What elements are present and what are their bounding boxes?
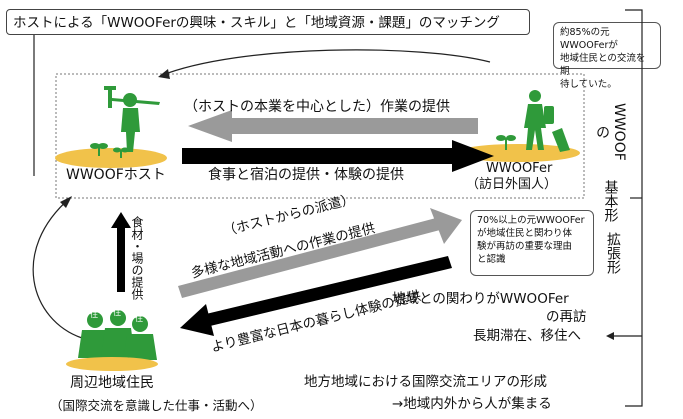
work-provision-label: （ホストの本業を中心とした）作業の提供 [184, 99, 450, 115]
residents-sublabel: （国際交流を意識した仕事・活動へ） [50, 398, 263, 413]
note-top-line-1: 約85%の元WWOOFerが [560, 27, 618, 51]
wwoofer-sublabel: （訪日外国人） [466, 177, 558, 192]
diverse-activities-arrow [178, 218, 440, 298]
residents-ground [66, 357, 158, 371]
resident-badge-3: 住 [135, 314, 143, 323]
left-curve-line [32, 197, 83, 339]
residents-figures [78, 310, 157, 360]
richer-life-arrowhead [180, 304, 214, 336]
note-top-line-2: 地域住民との交流を期 [560, 53, 646, 77]
materials-place-arrow [111, 212, 131, 292]
richer-life-arrow [206, 256, 452, 326]
long-stay-arrowhead [606, 332, 614, 340]
note-mid-line-3: 験が再訪の重要な理由 [477, 241, 573, 252]
top-curve-arrowhead [158, 69, 170, 79]
long-stay-label: 長期滞在、移住へ [473, 328, 581, 344]
top-curve-arrow [159, 49, 491, 77]
diverse-activities-arrowhead [430, 208, 462, 244]
wwoofer-label: WWOOFer [486, 161, 553, 176]
resident-badge-2: 住 [113, 308, 121, 317]
basic-form-side-line-2: 基本形 [602, 180, 619, 222]
note-top-line-3: 待していた。 [560, 79, 617, 90]
matching-title-box: ホストによる「WWOOFerの興味・スキル」と「地域資源・課題」のマッチング [6, 9, 530, 35]
wwoofer-sprouts [496, 135, 516, 150]
basic-form-side-label: WWOOFの 基本形 [590, 100, 630, 238]
note-mid-line-1: 70%以上の元WWOOFer [477, 215, 585, 226]
resident-badge-1: 住 [90, 310, 98, 319]
outcome-line-1: 地方地域における国際交流エリアの形成 [304, 374, 547, 390]
host-label: WWOOFホスト [66, 167, 166, 183]
extended-form-side-label: 拡張形 [605, 232, 621, 274]
food-lodging-label: 食事と宿泊の提供・体験の提供 [208, 167, 404, 183]
basic-form-frame [55, 73, 585, 199]
basic-form-side-line-1: WWOOFの [594, 103, 627, 161]
note-top: 約85%の元WWOOFerが 地域住民との交流を期 待していた。 [553, 22, 661, 90]
note-mid-line-4: と認識 [477, 254, 506, 265]
note-mid-line-2: が地域住民と関わり体 [477, 228, 573, 239]
matching-title: ホストによる「WWOOFerの興味・スキル」と「地域資源・課題」のマッチング [13, 15, 500, 31]
right-bracket [625, 9, 643, 407]
outcome-line-2: →地域内外から人が集まる [392, 396, 552, 412]
host-ground [55, 148, 167, 168]
wwoofer-figure [524, 90, 570, 152]
work-provision-arrow [188, 110, 478, 142]
residents-label: 周辺地域住民 [70, 375, 154, 391]
food-lodging-arrow [182, 140, 494, 172]
revisit-line-1: 地域との関わりがWWOOFer [392, 291, 569, 307]
revisit-line-2: の再訪 [546, 309, 587, 325]
materials-place-label: 食材・場の提供 [130, 216, 144, 300]
note-mid: 70%以上の元WWOOFer が地域住民と関わり体 験が再訪の重要な理由 と認識 [470, 210, 594, 276]
host-farmer-figure [104, 86, 160, 152]
host-sprouts [90, 143, 129, 158]
left-curve-arrowhead [60, 196, 72, 208]
